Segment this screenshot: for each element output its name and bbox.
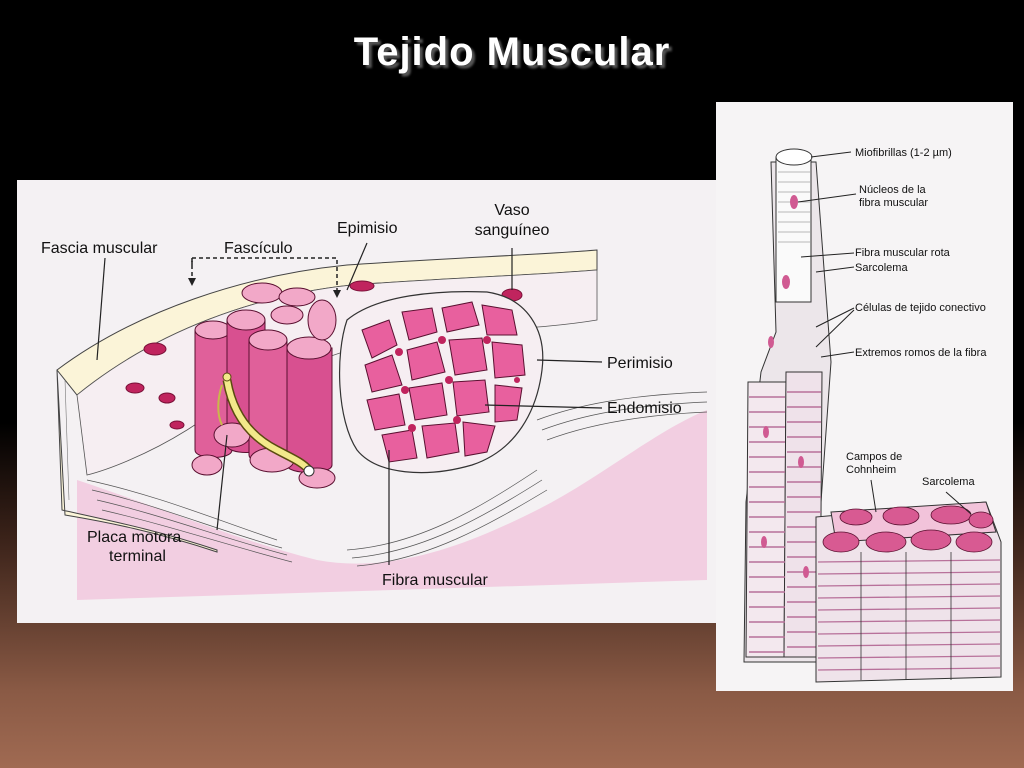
label-epimisio: Epimisio xyxy=(337,220,398,237)
label-nucleos-1: Núcleos de la xyxy=(859,184,927,196)
muscle-cross-section-figure: Vaso sanguíneo Epimisio Fascia muscular … xyxy=(17,180,727,623)
label-perimisio: Perimisio xyxy=(607,355,673,372)
motor-nerve xyxy=(217,372,315,477)
label-sarcolema-bottom: Sarcolema xyxy=(922,476,975,488)
label-celulas: Células de tejido conectivo xyxy=(855,302,986,314)
tall-fiber-bundle xyxy=(743,148,832,663)
label-sanguineo: sanguíneo xyxy=(475,222,550,239)
label-nucleos-2: fibra muscular xyxy=(859,197,928,209)
label-miofibrillas: Miofibrillas (1-2 µm) xyxy=(855,147,952,159)
label-endomisio: Endomisio xyxy=(607,400,682,417)
label-fibra-rota: Fibra muscular rota xyxy=(855,247,951,259)
label-placa-motora: Placa motora xyxy=(87,529,181,546)
label-extremos: Extremos romos de la fibra xyxy=(855,347,987,359)
label-sarcolema-top: Sarcolema xyxy=(855,262,908,274)
label-fascia-muscular: Fascia muscular xyxy=(41,240,158,257)
label-vaso: Vaso xyxy=(494,202,529,219)
label-fasciculo: Fascículo xyxy=(224,240,293,257)
label-fibra-muscular: Fibra muscular xyxy=(382,572,488,589)
label-campos-1: Campos de xyxy=(846,451,902,463)
label-campos-2: Cohnheim xyxy=(846,464,896,476)
slide-title: Tejido Muscular xyxy=(353,30,671,74)
fiber-cross-section-block xyxy=(815,501,1002,683)
muscle-fiber-svg: Miofibrillas (1-2 µm) Núcleos de la fibr… xyxy=(716,102,1013,691)
label-terminal: terminal xyxy=(109,548,166,565)
fascicle-cross-section xyxy=(338,291,544,474)
muscle-cross-section-svg: Vaso sanguíneo Epimisio Fascia muscular … xyxy=(17,180,727,623)
muscle-fiber-figure: Miofibrillas (1-2 µm) Núcleos de la fibr… xyxy=(716,102,1013,691)
